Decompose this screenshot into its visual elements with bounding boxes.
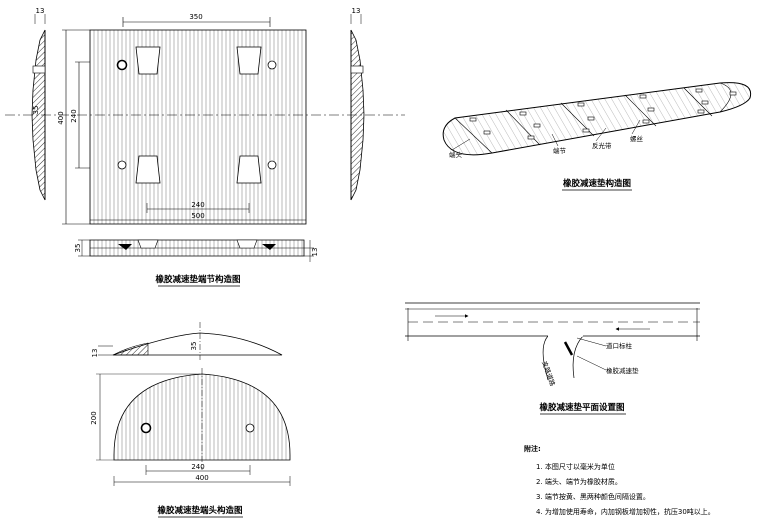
bolt-hole-3 xyxy=(117,160,127,170)
reflector-4 xyxy=(236,155,262,184)
dim-end-inner: 240 xyxy=(191,463,204,471)
dim-left-side-width: 13 xyxy=(36,7,45,15)
dim-end-height: 200 xyxy=(90,411,98,424)
side-view: 35 13 xyxy=(74,239,319,262)
iso-view: 端头 端节 反光带 螺丝 xyxy=(442,82,752,159)
dim-end-total: 400 xyxy=(195,474,208,482)
dim-left-side-height: 35 xyxy=(32,106,40,115)
label-bump: 橡胶减速垫 xyxy=(606,366,639,375)
note-4: 4. 为增加使用寿命，内加钢板增加韧性，抗压30吨以上。 xyxy=(536,507,715,516)
note-3: 3. 端节按黄、黑两种颜色间隔设置。 xyxy=(536,492,650,501)
reflector-2 xyxy=(236,46,262,75)
dim-bottom-inner: 240 xyxy=(191,201,204,209)
dim-bottom-total: 500 xyxy=(191,212,204,220)
plan-view: 道口标柱 橡胶减速垫 支路道路 xyxy=(405,302,700,388)
dim-side-right: 13 xyxy=(311,248,319,257)
notes: 附注: 1. 本图尺寸以毫米为单位 2. 端头、端节为橡胶材质。 3. 端节按黄… xyxy=(524,444,715,516)
note-1: 1. 本图尺寸以毫米为单位 xyxy=(536,462,615,471)
reflector-3 xyxy=(135,155,161,184)
bolt-hole-2 xyxy=(267,60,277,70)
reflector-1 xyxy=(135,46,161,75)
dim-left-total: 400 xyxy=(57,111,65,124)
caption-middle-node: 橡胶减速垫端节构造图 xyxy=(155,274,240,285)
note-2: 2. 端头、端节为橡胶材质。 xyxy=(536,477,622,486)
dim-end-profile-left: 13 xyxy=(91,349,99,358)
end-view: 13 35 200 240 400 xyxy=(90,322,291,486)
dim-end-profile-height: 35 xyxy=(190,342,198,351)
dim-right-side-width: 13 xyxy=(352,7,361,15)
label-bolt: 螺丝 xyxy=(630,134,644,143)
dim-side-left: 35 xyxy=(74,244,82,253)
bolt-hole-4 xyxy=(267,160,277,170)
label-middle: 端节 xyxy=(553,146,567,155)
label-end: 端头 xyxy=(449,150,463,159)
dim-top: 350 xyxy=(189,13,202,21)
right-profile xyxy=(350,29,365,201)
label-reflector: 反光带 xyxy=(592,141,612,150)
dim-left-inner: 240 xyxy=(70,109,78,122)
notes-title: 附注: xyxy=(524,444,541,453)
top-view: 350 400 240 240 500 13 35 13 xyxy=(5,7,405,225)
caption-iso: 橡胶减速垫构造图 xyxy=(563,178,631,189)
end-bolt-right xyxy=(245,423,255,433)
caption-end: 橡胶减速垫端头构造图 xyxy=(157,505,242,516)
label-road: 支路道路 xyxy=(540,360,558,388)
caption-plan: 橡胶减速垫平面设置图 xyxy=(539,402,624,413)
label-sign: 道口标柱 xyxy=(606,341,633,350)
end-bolt-left xyxy=(140,422,152,434)
bolt-hole-1 xyxy=(116,59,128,71)
plate-outline xyxy=(89,29,307,225)
